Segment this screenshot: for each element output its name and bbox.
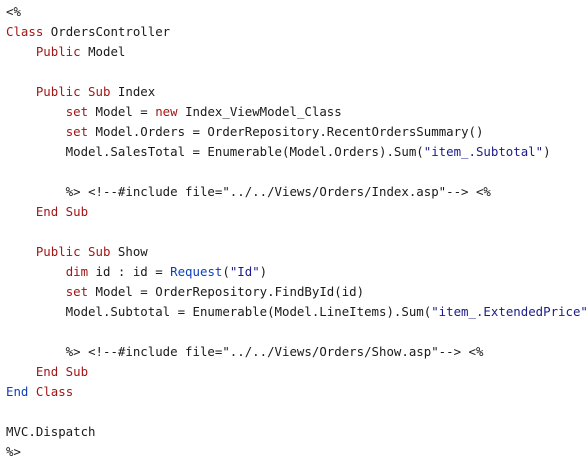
code-token: <!--#include file="../../Views/Orders/Sh… <box>88 344 462 359</box>
code-token: Show <box>110 244 148 259</box>
code-token: Model = OrderRepository.FindById(id) <box>88 284 365 299</box>
code-token: "Id" <box>229 264 260 279</box>
code-token: %> <box>6 444 21 459</box>
code-token: Class <box>35 384 74 399</box>
code-token: ) <box>259 264 268 279</box>
code-line: Model.SalesTotal = Enumerable(Model.Orde… <box>6 142 551 162</box>
code-token: set <box>65 284 89 299</box>
code-line: Public Sub Index <box>6 82 155 102</box>
code-token: Model <box>80 44 126 59</box>
code-token: Model.Orders = OrderRepository.RecentOrd… <box>88 124 484 139</box>
code-token: End <box>6 384 29 399</box>
code-token: dim <box>65 264 89 279</box>
code-token: Request <box>170 264 223 279</box>
code-line: Model.Subtotal = Enumerable(Model.LineIt… <box>6 302 588 322</box>
code-token: <!--#include file="../../Views/Orders/In… <box>88 184 469 199</box>
code-token: set <box>65 104 89 119</box>
code-token <box>6 124 66 139</box>
code-token: <% <box>468 184 491 199</box>
code-token: Model.SalesTotal = Enumerable(Model.Orde… <box>6 144 424 159</box>
code-token <box>28 384 35 399</box>
code-token: Class <box>6 24 44 39</box>
code-token: MVC.Dispatch <box>6 424 96 439</box>
code-token: "item_.Subtotal" <box>423 144 544 159</box>
code-line: End Sub <box>6 202 88 222</box>
code-token <box>6 104 66 119</box>
code-token: <% <box>461 344 484 359</box>
code-token <box>6 44 36 59</box>
code-token: Public Sub <box>35 244 111 259</box>
code-line: End Sub <box>6 362 88 382</box>
code-token: Index_ViewModel_Class <box>177 104 342 119</box>
code-line: End Class <box>6 382 73 402</box>
code-token: Index <box>110 84 156 99</box>
code-token <box>6 364 36 379</box>
code-token: <% <box>6 4 21 19</box>
code-token <box>6 204 36 219</box>
code-line: set Model = new Index_ViewModel_Class <box>6 102 342 122</box>
code-line: %> <box>6 442 21 460</box>
code-line: Public Model <box>6 42 126 62</box>
code-token <box>6 284 66 299</box>
code-token: End Sub <box>35 364 89 379</box>
code-token: new <box>155 104 178 119</box>
code-token: End Sub <box>35 204 89 219</box>
code-line: Public Sub Show <box>6 242 148 262</box>
code-line: %> <!--#include file="../../Views/Orders… <box>6 342 484 362</box>
code-token: ( <box>222 264 230 279</box>
code-token: set <box>65 124 89 139</box>
code-token <box>6 264 66 279</box>
code-token: Public Sub <box>35 84 111 99</box>
code-line: dim id : id = Request("Id") <box>6 262 267 282</box>
code-line: %> <!--#include file="../../Views/Orders… <box>6 182 491 202</box>
code-token: Model = <box>88 104 156 119</box>
code-token: Model.Subtotal = Enumerable(Model.LineIt… <box>6 304 432 319</box>
code-token: ) <box>543 144 551 159</box>
code-line: MVC.Dispatch <box>6 422 96 442</box>
code-token: id : id = <box>88 264 171 279</box>
code-token: %> <box>6 184 89 199</box>
code-token: %> <box>6 344 89 359</box>
code-line: Class OrdersController <box>6 22 170 42</box>
code-token: Public <box>35 44 81 59</box>
code-token <box>6 84 36 99</box>
code-token: "item_.ExtendedPrice" <box>431 304 588 319</box>
code-token: OrdersController <box>43 24 171 39</box>
code-line: set Model = OrderRepository.FindById(id) <box>6 282 364 302</box>
code-line: <% <box>6 2 21 22</box>
code-token <box>6 244 36 259</box>
code-line: set Model.Orders = OrderRepository.Recen… <box>6 122 484 142</box>
